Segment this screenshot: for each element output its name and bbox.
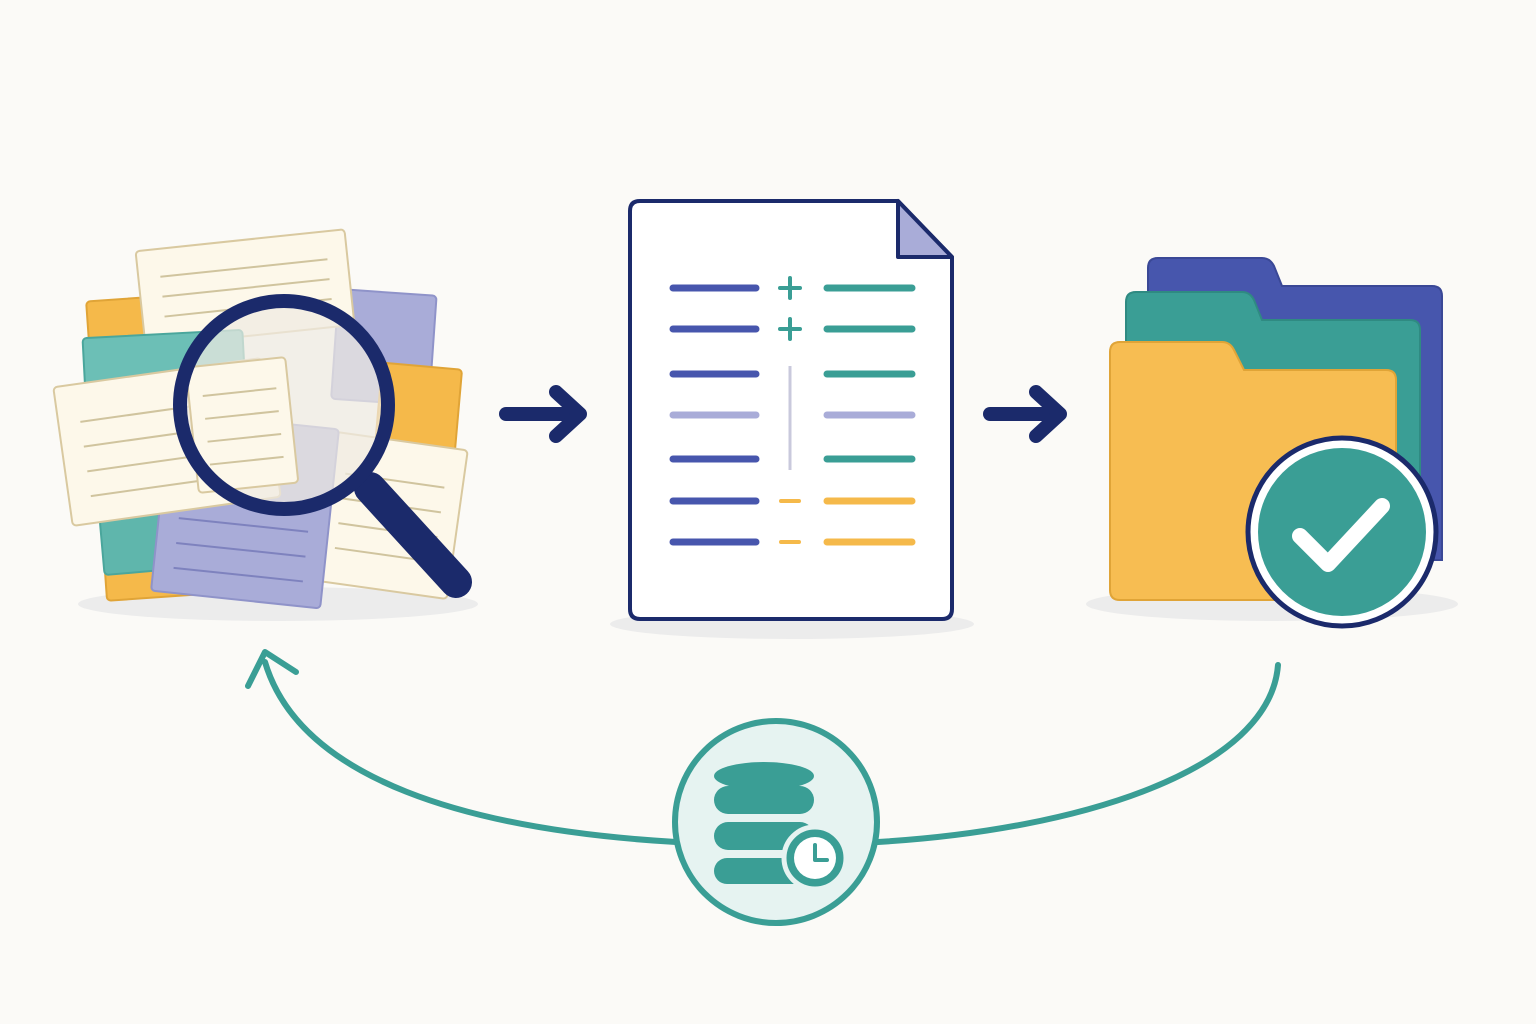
magnifier-handle [354, 472, 472, 598]
arrow-right-icon [983, 385, 1067, 443]
database-clock-icon [672, 718, 880, 926]
magnified-sheet-lines [202, 387, 284, 466]
clock-icon [781, 824, 849, 892]
diff-rows [669, 276, 916, 546]
arrow-right-icon [499, 385, 587, 443]
magnifying-glass-icon [173, 294, 472, 598]
folder-stack-icon [1086, 257, 1458, 629]
diff-document-icon [610, 199, 974, 639]
magnifier-rim [173, 294, 395, 516]
document-fold [896, 199, 954, 259]
return-arrow-icon [245, 649, 1281, 845]
checkmark-badge-icon [1245, 435, 1439, 629]
